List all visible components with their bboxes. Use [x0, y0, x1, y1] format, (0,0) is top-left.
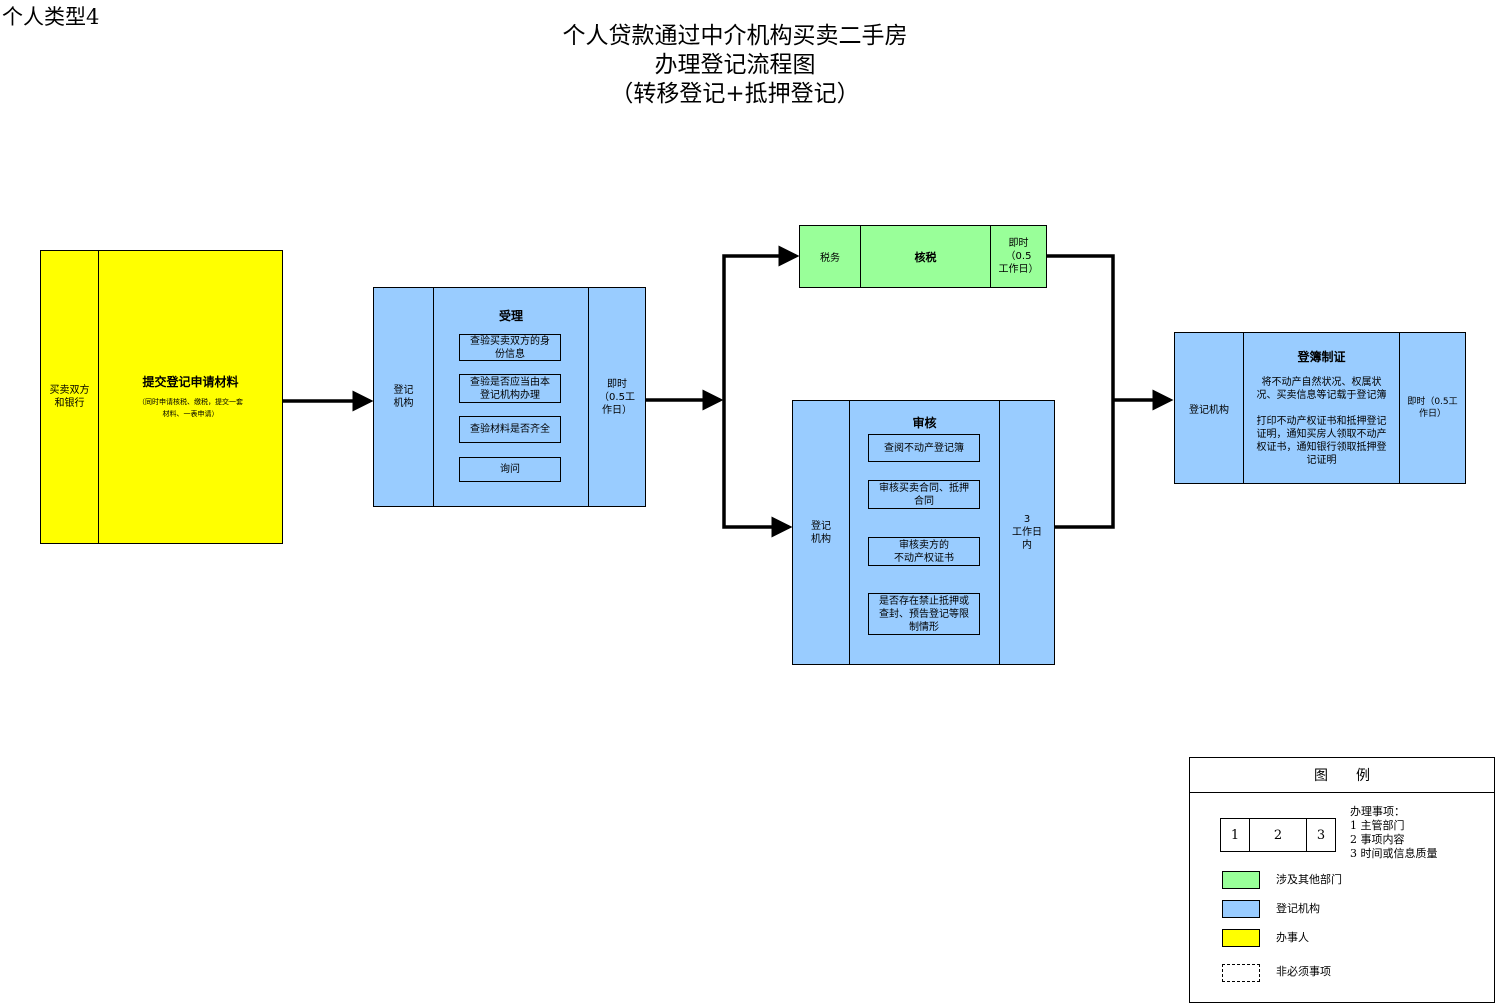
register-dept: 登记机构 — [1189, 404, 1229, 416]
legend-sample-cell-time: 3 — [1316, 827, 1326, 843]
review-item-certificate: 审核卖方的 不动产权证书 — [868, 537, 980, 566]
review-time: 3 工作日 内 — [999, 401, 1054, 664]
title-line-3: （转移登记+抵押登记） — [610, 81, 860, 107]
legend-label-registry: 登记机构 — [1276, 902, 1320, 915]
tax-time: 即时 （0.5 工作日） — [990, 226, 1046, 287]
legend-explanation: 办理事项： 1 主管部门 2 事项内容 3 时间或信息质量 — [1350, 805, 1438, 861]
legend-explain-time: 3 时间或信息质量 — [1350, 847, 1438, 860]
page-title: 个人贷款通过中介机构买卖二手房 办理登记流程图 （转移登记+抵押登记） — [485, 22, 985, 109]
branch-to-review — [722, 400, 793, 538]
register-para-certificate: 打印不动产权证书和抵押登记 证明，通知买房人领取不动产 权证书，通知银行领取抵押… — [1256, 416, 1387, 466]
review-item-register-book: 查阅不动产登记簿 — [868, 434, 980, 462]
legend-swatch-other-dept — [1222, 871, 1260, 889]
review-title: 审核 — [912, 416, 937, 430]
review-item-restrictions: 是否存在禁止抵押或 查封、预告登记等限 制情形 — [868, 593, 980, 635]
legend-title: 图 例 — [1190, 758, 1494, 793]
applicant-dept: 买卖双方 和银行 — [49, 385, 90, 409]
legend-label-other-dept: 涉及其他部门 — [1276, 873, 1342, 886]
accept-title: 受理 — [498, 309, 523, 323]
legend-swatch-applicant — [1222, 929, 1260, 947]
register-title: 登簿制证 — [1297, 350, 1346, 364]
accept-content: 受理 查验买卖双方的身 份信息 查验是否应当由本 登记机构办理 查验材料是否齐全… — [433, 288, 588, 506]
register-node: 登记机构 登簿制证 将不动产自然状况、权属状 况、买卖信息等记载于登记簿 打印不… — [1174, 332, 1466, 484]
tax-title: 核税 — [860, 226, 990, 287]
legend-label-optional: 非必须事项 — [1276, 965, 1331, 978]
title-line-1: 个人贷款通过中介机构买卖二手房 — [562, 23, 908, 49]
legend-sample-cell-dept: 1 — [1230, 827, 1240, 843]
register-para-record: 将不动产自然状况、权属状 况、买卖信息等记载于登记簿 — [1256, 377, 1387, 401]
applicant-title: 提交登记申请材料 — [142, 375, 239, 389]
legend-swatch-registry — [1222, 900, 1260, 918]
legend-explain-dept: 1 主管部门 — [1350, 819, 1405, 832]
tax-node: 税务 核税 即时 （0.5 工作日） — [799, 225, 1047, 288]
accept-item-materials: 查验材料是否齐全 — [459, 416, 561, 443]
review-item-contracts: 审核买卖合同、抵押 合同 — [868, 480, 980, 509]
accept-node: 登记 机构 受理 查验买卖双方的身 份信息 查验是否应当由本 登记机构办理 查验… — [373, 287, 646, 507]
legend-explain-title: 办理事项： — [1350, 805, 1405, 818]
tax-to-merge — [1047, 254, 1115, 400]
legend: 图 例 1 2 3 办理事项： 1 主管部门 2 事项内容 3 时间或信息质量 … — [1189, 757, 1495, 1003]
title-line-2: 办理登记流程图 — [654, 52, 816, 78]
accept-dept: 登记 机构 — [393, 385, 414, 409]
legend-sample-box: 1 2 3 — [1220, 818, 1336, 852]
register-time: 即时（0.5工 作日） — [1399, 333, 1465, 483]
corner-label: 个人类型4 — [2, 5, 100, 29]
legend-sample-cell-content: 2 — [1249, 819, 1307, 851]
accept-item-identity: 查验买卖双方的身 份信息 — [459, 334, 561, 361]
branch-to-tax — [722, 245, 800, 400]
review-node: 登记 机构 审核 查阅不动产登记簿 审核买卖合同、抵押 合同 审核卖方的 不动产… — [792, 400, 1055, 665]
applicant-node: 买卖双方 和银行 提交登记申请材料 （同时申请核税、缴税，提交一套 材料、一表申… — [40, 250, 283, 544]
accept-time: 即时 （0.5工 作日） — [588, 288, 645, 506]
legend-label-applicant: 办事人 — [1276, 931, 1309, 944]
accept-item-jurisdiction: 查验是否应当由本 登记机构办理 — [459, 374, 561, 403]
review-to-merge — [1055, 400, 1115, 529]
review-content: 审核 查阅不动产登记簿 审核买卖合同、抵押 合同 审核卖方的 不动产权证书 是否… — [849, 401, 999, 664]
register-content: 登簿制证 将不动产自然状况、权属状 况、买卖信息等记载于登记簿 打印不动产权证书… — [1243, 333, 1399, 483]
applicant-content: 提交登记申请材料 （同时申请核税、缴税，提交一套 材料、一表申请） — [98, 251, 282, 543]
accept-item-inquiry: 询问 — [459, 457, 561, 482]
tax-dept: 税务 — [820, 253, 840, 264]
review-dept: 登记 机构 — [811, 520, 831, 545]
legend-explain-content: 2 事项内容 — [1350, 833, 1405, 846]
legend-swatch-optional — [1222, 964, 1260, 982]
applicant-note: （同时申请核税、缴税，提交一套 材料、一表申请） — [138, 398, 243, 418]
